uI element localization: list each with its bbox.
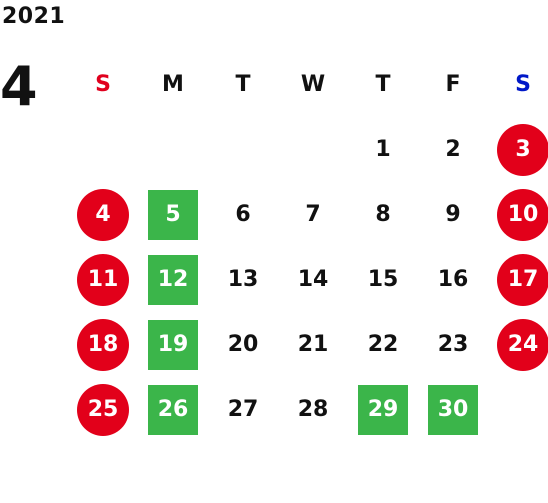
day-number: 20 <box>227 332 259 357</box>
day-cell[interactable]: 10 <box>488 182 548 247</box>
day-cell <box>138 117 208 182</box>
day-number: 15 <box>367 267 399 292</box>
day-number: 22 <box>367 332 399 357</box>
day-number-boxed: 12 <box>148 254 198 305</box>
day-cell[interactable]: 9 <box>418 182 488 247</box>
day-number: 7 <box>305 202 321 227</box>
day-cell <box>208 117 278 182</box>
day-number: 23 <box>437 332 469 357</box>
day-cell[interactable]: 27 <box>208 377 278 442</box>
day-number-circled: 18 <box>77 318 129 371</box>
day-cell[interactable]: 24 <box>488 312 548 377</box>
day-number: 14 <box>297 267 329 292</box>
day-cell[interactable]: 3 <box>488 117 548 182</box>
weekday-header-2: T <box>235 72 251 97</box>
day-cell[interactable]: 25 <box>68 377 138 442</box>
day-number-boxed: 26 <box>148 384 198 435</box>
day-number-circled: 25 <box>77 383 129 436</box>
day-number-boxed: 5 <box>148 189 198 240</box>
day-cell[interactable]: 16 <box>418 247 488 312</box>
weekday-header-5: F <box>445 72 461 97</box>
day-cell[interactable]: 7 <box>278 182 348 247</box>
day-cell[interactable]: 12 <box>138 247 208 312</box>
day-cell[interactable]: 11 <box>68 247 138 312</box>
day-cell[interactable]: 29 <box>348 377 418 442</box>
day-cell[interactable]: 23 <box>418 312 488 377</box>
day-number: 9 <box>445 202 461 227</box>
day-cell <box>68 117 138 182</box>
day-number: 2 <box>445 137 461 162</box>
day-number-circled: 17 <box>497 253 548 306</box>
day-number-circled: 11 <box>77 253 129 306</box>
day-number: 13 <box>227 267 259 292</box>
day-cell[interactable]: 6 <box>208 182 278 247</box>
day-cell[interactable]: 15 <box>348 247 418 312</box>
day-cell[interactable]: 30 <box>418 377 488 442</box>
weekday-header-6: S <box>515 72 531 97</box>
day-number-boxed: 30 <box>428 384 478 435</box>
day-cell[interactable]: 26 <box>138 377 208 442</box>
day-cell[interactable]: 1 <box>348 117 418 182</box>
day-number: 28 <box>297 397 329 422</box>
day-number-boxed: 29 <box>358 384 408 435</box>
weekday-header-0: S <box>95 72 111 97</box>
day-cell[interactable]: 17 <box>488 247 548 312</box>
day-cell[interactable]: 19 <box>138 312 208 377</box>
day-number: 8 <box>375 202 391 227</box>
day-cell[interactable]: 2 <box>418 117 488 182</box>
day-cell[interactable]: 8 <box>348 182 418 247</box>
day-cell[interactable]: 20 <box>208 312 278 377</box>
day-number-circled: 3 <box>497 123 548 176</box>
year-label: 2021 <box>2 4 66 29</box>
day-number-circled: 24 <box>497 318 548 371</box>
day-number: 1 <box>375 137 391 162</box>
day-cell <box>488 377 548 442</box>
day-number: 27 <box>227 397 259 422</box>
day-cell[interactable]: 28 <box>278 377 348 442</box>
day-cell[interactable]: 13 <box>208 247 278 312</box>
day-number-boxed: 19 <box>148 319 198 370</box>
day-number: 16 <box>437 267 469 292</box>
weekday-header-1: M <box>162 72 184 97</box>
day-cell[interactable]: 21 <box>278 312 348 377</box>
day-cell[interactable]: 22 <box>348 312 418 377</box>
day-number: 21 <box>297 332 329 357</box>
day-number: 6 <box>235 202 251 227</box>
weekday-header-3: W <box>300 72 326 97</box>
day-cell[interactable]: 4 <box>68 182 138 247</box>
day-cell[interactable]: 18 <box>68 312 138 377</box>
day-cell <box>278 117 348 182</box>
day-number-circled: 4 <box>77 188 129 241</box>
day-cell[interactable]: 14 <box>278 247 348 312</box>
weekday-header-4: T <box>375 72 391 97</box>
month-number: 4 <box>0 55 38 118</box>
day-number-circled: 10 <box>497 188 548 241</box>
day-cell[interactable]: 5 <box>138 182 208 247</box>
